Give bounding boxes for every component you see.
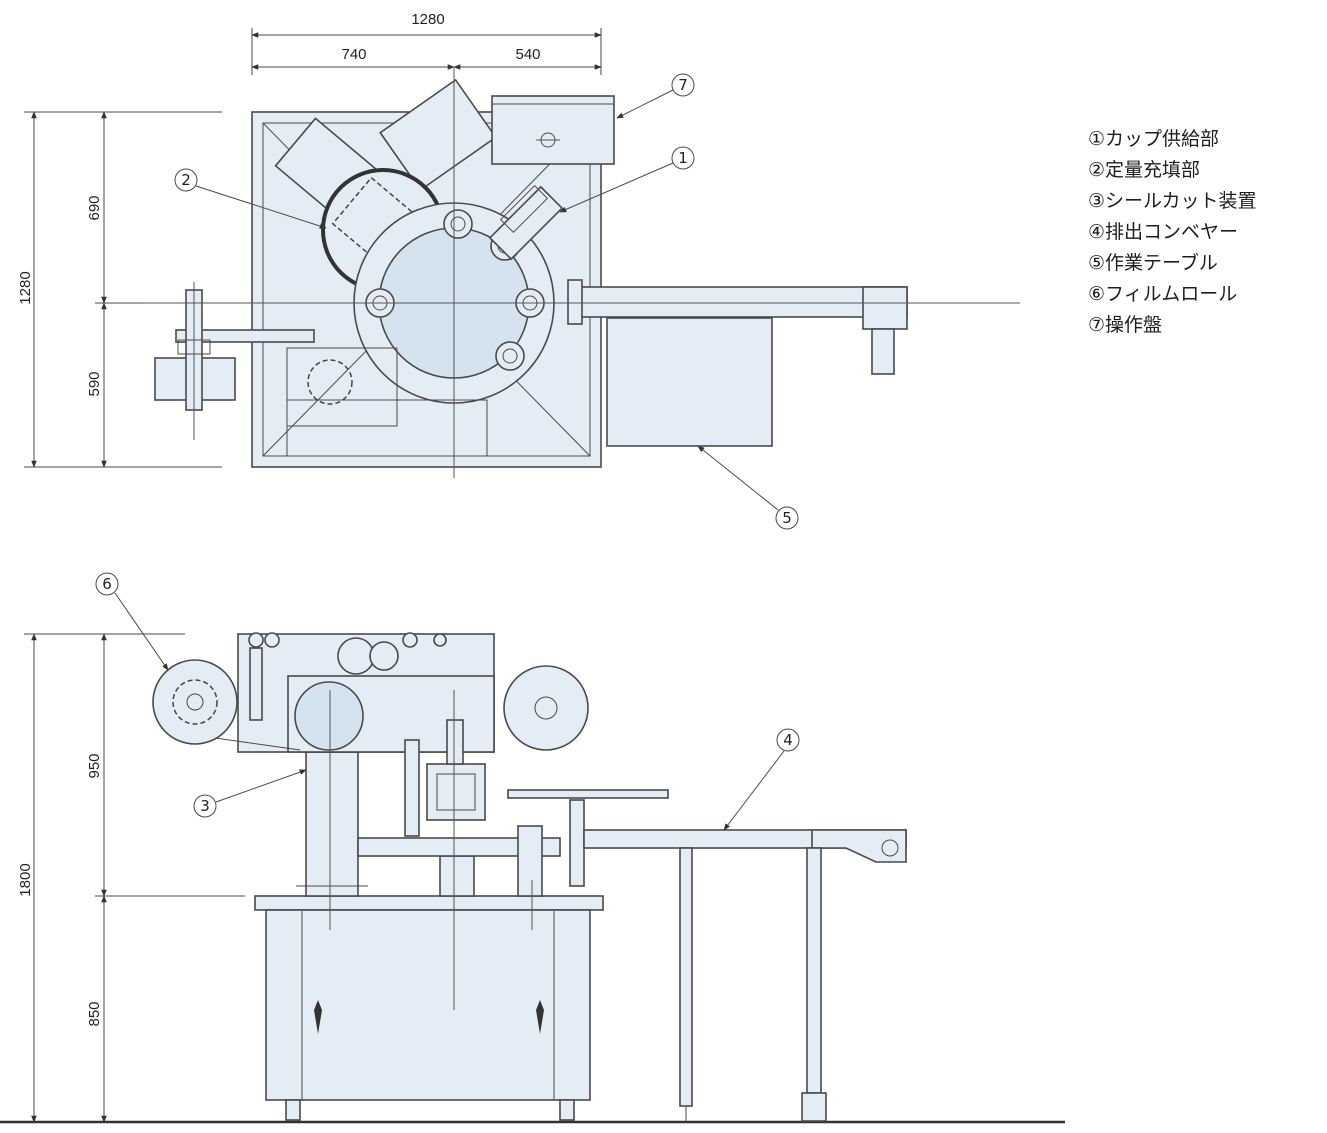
dim-top-right-width: 540 [515,46,540,63]
balloon-2: 2 [181,171,191,189]
dim-side-total-height: 1800 [17,863,34,896]
legend-item-cup-supply: ①カップ供給部 [1088,128,1220,150]
dim-top-left-width: 740 [341,46,366,63]
balloon-7: 7 [678,76,688,94]
discharge-conveyor [583,829,907,1122]
side-view [0,632,1065,1124]
legend-item-control-panel: ⑦操作盤 [1088,314,1163,336]
balloon-3: 3 [200,797,210,815]
film-roll-right [503,665,589,751]
support-column [305,751,359,897]
dim-top-lower-depth: 590 [86,371,103,396]
work-table [606,317,773,447]
cabinet-top [254,895,604,911]
legend-item-work-table: ⑤作業テーブル [1088,252,1218,274]
balloon-6: 6 [102,575,112,593]
dim-top-total-depth: 1280 [17,271,34,304]
balloon-5: 5 [782,509,792,527]
balloon-4: 4 [783,731,793,749]
plan-dimensions: 1280 740 540 1280 690 590 [17,11,602,468]
legend-item-discharge-conveyor: ④排出コンベヤー [1088,221,1239,243]
dim-top-upper-depth: 690 [86,195,103,220]
cup-supply-unit [488,185,564,261]
dim-top-total-width: 1280 [411,11,444,28]
balloon-1: 1 [678,149,688,167]
dashed-gear [307,359,353,405]
film-roll-left [152,659,238,745]
turntable [357,837,561,857]
dim-side-lower-height: 850 [86,1001,103,1026]
callout-balloons: 7 1 2 5 6 4 3 [95,73,800,831]
side-dimensions: 1800 950 850 [17,633,245,1123]
legend-item-filler: ②定量充填部 [1088,159,1201,181]
plan-view [100,68,1020,478]
hopper-box [379,78,497,192]
dim-side-upper-height: 950 [86,753,103,778]
conveyor-plan [567,279,908,375]
legend-item-film-roll: ⑥フィルムロール [1088,283,1238,305]
legend-item-seal-cut: ③シールカット装置 [1088,190,1257,212]
control-panel [491,95,615,165]
filling-nozzle [426,763,486,821]
parts-legend: ①カップ供給部 ②定量充填部 ③シールカット装置 ④排出コンベヤー ⑤作業テーブ… [1088,124,1256,341]
film-roll-plan [154,282,315,440]
